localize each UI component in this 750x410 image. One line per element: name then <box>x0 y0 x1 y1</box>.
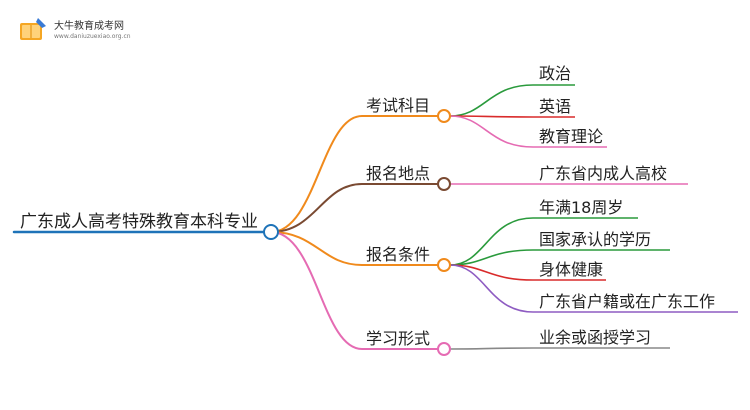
leaf-label: 年满18周岁 <box>539 198 624 217</box>
branch-label: 报名地点 <box>366 164 431 183</box>
branch-node <box>437 109 451 123</box>
branch-label: 考试科目 <box>366 96 431 115</box>
leaf-connector <box>449 264 534 313</box>
leaf-label: 广东省户籍或在广东工作 <box>539 292 716 311</box>
leaf-label: 广东省内成人高校 <box>539 164 668 183</box>
leaf-connector <box>449 115 534 118</box>
branch-connector <box>270 115 363 233</box>
branch-label: 报名条件 <box>366 245 431 264</box>
leaf-label: 国家承认的学历 <box>539 230 652 249</box>
leaf-label: 教育理论 <box>539 127 604 146</box>
branch-node <box>437 258 451 272</box>
root-node <box>263 224 279 240</box>
leaf-label: 英语 <box>539 97 572 116</box>
leaf-connector <box>449 84 534 117</box>
book-pen-logo-icon <box>20 18 46 40</box>
logo-url: www.daniuzuexiao.org.cn <box>54 33 131 40</box>
leaf-label: 业余或函授学习 <box>539 328 652 347</box>
branch-node <box>437 177 451 191</box>
leaf-connector <box>449 264 534 281</box>
leaf-connector <box>449 249 534 266</box>
leaf-label: 身体健康 <box>539 260 604 279</box>
branch-node <box>437 342 451 356</box>
logo-title: 大牛教育成考网 <box>54 21 124 32</box>
leaf-connector <box>449 217 534 266</box>
branch-connector <box>270 231 363 266</box>
branch-label: 学习形式 <box>366 329 431 348</box>
branch-connector <box>270 183 363 233</box>
site-logo <box>16 14 136 50</box>
root-topic: 广东成人高考特殊教育本科专业 <box>20 212 258 232</box>
branch-connector <box>270 231 363 350</box>
leaf-label: 政治 <box>539 64 572 83</box>
leaf-connector <box>449 115 534 148</box>
leaf-connector <box>449 347 534 350</box>
